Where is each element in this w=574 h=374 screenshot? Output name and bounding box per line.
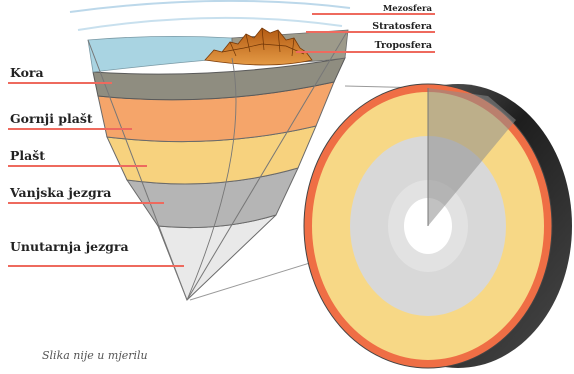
atmosphere-arc-outer [70, 1, 350, 12]
label-unutarnja-jezgra: Unutarnja jezgra [10, 239, 129, 254]
label-plast: Plašt [10, 148, 45, 163]
caption-not-to-scale: Slika nije u mjerilu [42, 349, 148, 362]
atmosphere-arc-middle [78, 18, 342, 30]
label-mezosfera: Mezosfera [383, 4, 433, 14]
label-troposfera: Troposfera [375, 40, 432, 51]
label-stratosfera: Stratosfera [372, 21, 432, 32]
label-gornji-plast: Gornji plašt [10, 111, 93, 126]
label-vanjska-jezgra: Vanjska jezgra [9, 185, 111, 200]
atmosphere [70, 1, 350, 30]
label-kora: Kora [10, 65, 44, 80]
